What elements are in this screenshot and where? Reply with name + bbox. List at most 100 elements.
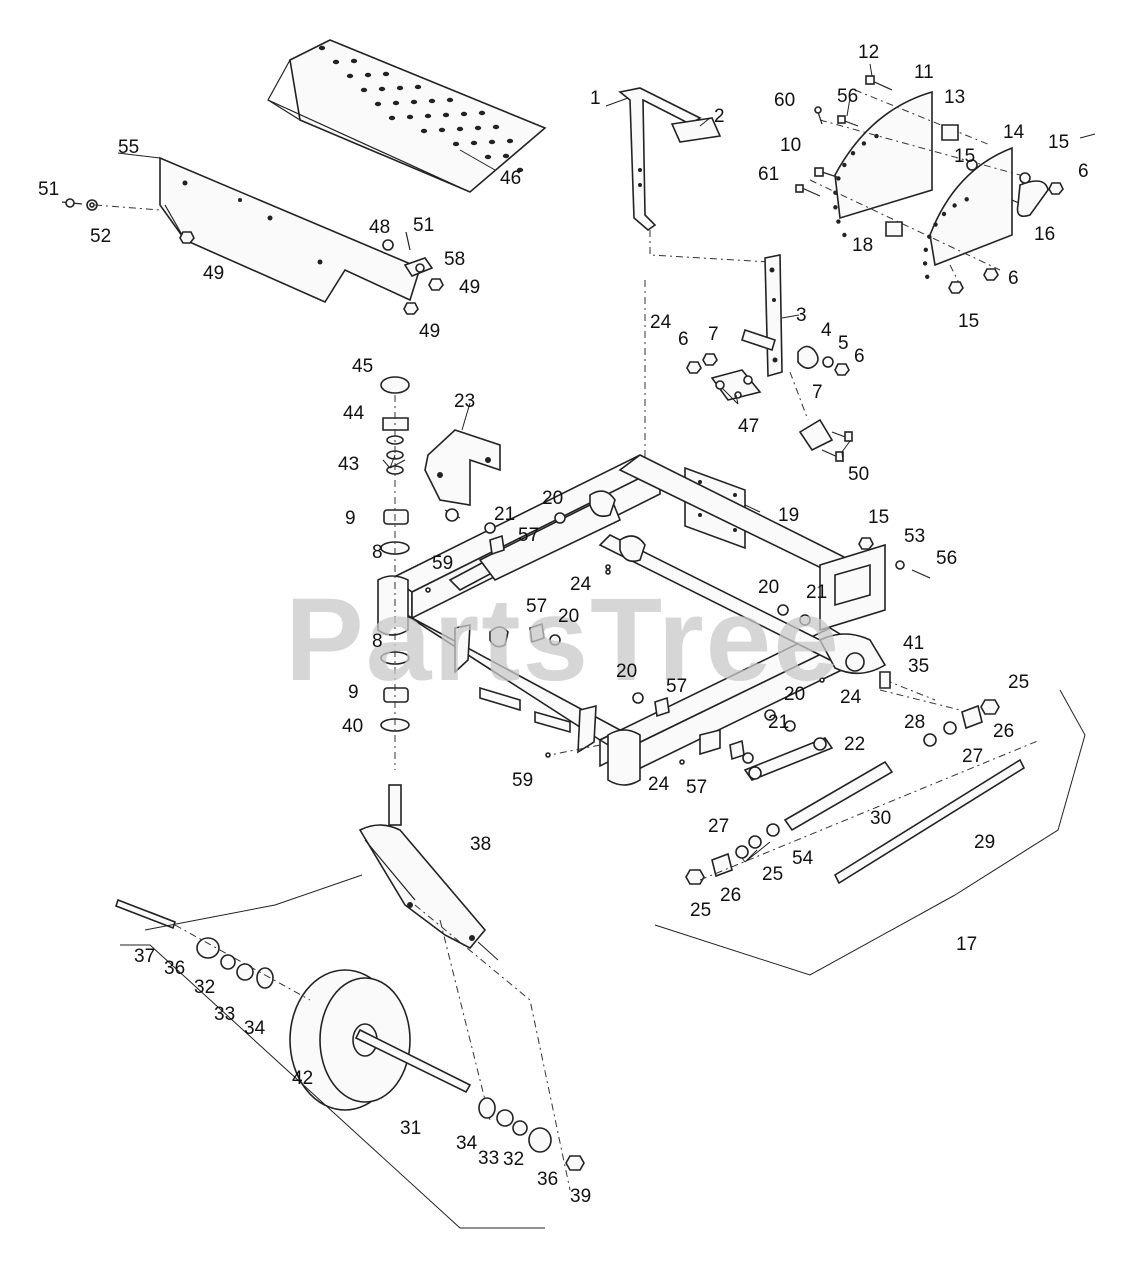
plate-hole [410, 99, 418, 105]
callout-58: 58 [444, 249, 465, 270]
callout-30: 30 [870, 808, 891, 829]
callout-17: 17 [956, 934, 977, 955]
callout-2: 2 [714, 106, 725, 127]
callout-20: 20 [558, 606, 579, 627]
callout-9: 9 [348, 682, 359, 703]
callout-20: 20 [758, 577, 779, 598]
callout-52: 52 [90, 226, 111, 247]
callout-22: 22 [844, 734, 865, 755]
callout-15: 15 [954, 146, 975, 167]
plate-hole [474, 125, 482, 131]
callout-15: 15 [1048, 132, 1069, 153]
callout-54: 54 [792, 848, 814, 869]
plate-hole [388, 115, 396, 121]
callout-7: 7 [708, 324, 719, 345]
callout-50: 50 [848, 464, 869, 485]
callout-49: 49 [203, 263, 224, 284]
callout-20: 20 [784, 684, 805, 705]
plate-hole [492, 124, 500, 130]
caster-fork-38 [358, 784, 571, 1191]
callout-29: 29 [974, 832, 995, 853]
quadrant-hole [923, 247, 928, 252]
quadrant-hardware [795, 75, 1064, 294]
callout-24: 24 [648, 774, 670, 795]
callout-39: 39 [570, 1186, 591, 1207]
callout-61: 61 [758, 164, 779, 185]
callout-60: 60 [774, 90, 795, 111]
callout-13: 13 [944, 87, 965, 108]
callout-32: 32 [503, 1149, 524, 1170]
callout-24: 24 [570, 574, 592, 595]
callout-24: 24 [650, 312, 672, 333]
quadrant-hole [925, 274, 930, 279]
frame-hardware [425, 512, 961, 765]
callout-25: 25 [762, 864, 783, 885]
quadrant-hole [933, 222, 938, 227]
callout-42: 42 [292, 1068, 313, 1089]
callout-6: 6 [1078, 161, 1089, 182]
plate-hole [442, 112, 450, 118]
callout-24: 24 [840, 687, 862, 708]
callout-56: 56 [936, 548, 957, 569]
callout-15: 15 [958, 311, 979, 332]
callout-33: 33 [478, 1148, 499, 1169]
quadrant-hole [833, 190, 838, 195]
pedal-lever-1 [618, 87, 771, 263]
plate-hole [506, 138, 514, 144]
callout-40: 40 [342, 716, 363, 737]
callout-51: 51 [413, 215, 434, 236]
callout-53: 53 [904, 526, 925, 547]
callout-57: 57 [686, 777, 707, 798]
quadrant-hole [850, 151, 856, 156]
plate-hole [446, 97, 454, 103]
callout-26: 26 [720, 885, 741, 906]
callout-27: 27 [708, 816, 729, 837]
linkage-7 [686, 353, 853, 462]
quadrant-hole [874, 133, 879, 139]
plate-hole [424, 113, 432, 119]
callout-25: 25 [690, 900, 711, 921]
callout-47: 47 [738, 416, 759, 437]
callout-48: 48 [369, 217, 390, 238]
caster-stack [380, 376, 410, 770]
callout-56: 56 [837, 86, 858, 107]
quadrant-hole [922, 261, 928, 266]
callout-34: 34 [456, 1133, 478, 1154]
plate-hole [470, 140, 478, 146]
plate-hole [516, 167, 524, 173]
plate-hole [396, 85, 404, 91]
quadrant-hole [964, 197, 969, 202]
quadrant-hole [927, 234, 932, 239]
callout-57: 57 [666, 676, 687, 697]
callout-6: 6 [1008, 268, 1019, 289]
callout-57: 57 [526, 596, 547, 617]
quadrant-hole [861, 141, 867, 146]
plate-hole [438, 127, 446, 133]
plate-hole [456, 126, 464, 132]
plate-hole [460, 111, 468, 117]
quadrant-hole [836, 219, 841, 224]
callout-41: 41 [903, 633, 924, 654]
callout-59: 59 [512, 770, 533, 791]
plate-hole [360, 87, 368, 93]
callout-16: 16 [1034, 224, 1055, 245]
callout-6: 6 [678, 329, 689, 350]
callout-11: 11 [914, 62, 934, 83]
plate-hole [382, 71, 390, 77]
callout-46: 46 [500, 168, 521, 189]
plate-hole [414, 84, 422, 90]
plate-hole [428, 98, 436, 104]
plate-hole [346, 73, 354, 79]
plate-hole [484, 154, 492, 160]
callout-6: 6 [854, 346, 865, 367]
callout-38: 38 [470, 834, 491, 855]
bracket-23 [424, 429, 501, 522]
callout-28: 28 [904, 712, 925, 733]
callout-14: 14 [1003, 122, 1025, 143]
plate-hole [332, 59, 340, 65]
callout-8: 8 [372, 631, 383, 652]
callout-33: 33 [214, 1004, 235, 1025]
callout-59: 59 [432, 553, 453, 574]
plate-hole [378, 86, 386, 92]
